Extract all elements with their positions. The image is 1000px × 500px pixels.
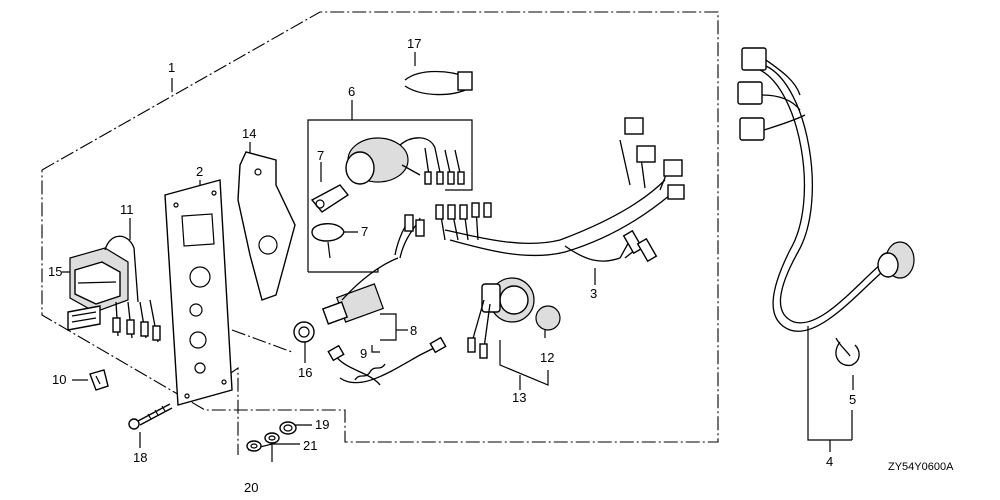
label-part-8: 8: [410, 323, 417, 338]
leader-lines: [62, 52, 854, 462]
warning-buzzer: [467, 277, 535, 359]
rocker-switch: [67, 235, 161, 343]
ignition-key: [310, 184, 350, 213]
nut-and-washers: [246, 421, 297, 452]
diagram-code: ZY54Y0600A: [888, 461, 954, 473]
label-part-21: 21: [303, 438, 317, 453]
spare-key: [311, 223, 345, 259]
label-part-1: 1: [168, 60, 175, 75]
assembly-outline: [41, 11, 719, 455]
label-part-14: 14: [242, 126, 256, 141]
label-part-9: 9: [360, 346, 367, 361]
label-part-10: 10: [52, 372, 66, 387]
harness-clamp: [835, 337, 860, 367]
label-part-7a: 7: [317, 148, 324, 163]
cable-tie: [404, 70, 473, 96]
label-part-12: 12: [540, 350, 554, 365]
label-part-15: 15: [48, 264, 62, 279]
label-part-13: 13: [512, 390, 526, 405]
label-part-19: 19: [315, 417, 329, 432]
control-panel-plate: [164, 179, 233, 406]
label-part-6: 6: [348, 84, 355, 99]
mounting-bracket: [237, 151, 296, 301]
screw: [128, 403, 173, 430]
reference-labels: 1 2 3 4 5 6 7 7 8 9 10 11 12 13 14 15 16…: [48, 36, 954, 495]
label-part-11: 11: [120, 202, 134, 217]
label-part-2: 2: [196, 164, 203, 179]
wire-clip: [89, 369, 109, 391]
buzzer-cover: [535, 305, 561, 331]
label-part-17: 17: [407, 36, 421, 51]
label-part-4: 4: [826, 454, 833, 469]
label-part-16: 16: [298, 365, 312, 380]
label-part-18: 18: [133, 450, 147, 465]
label-part-3: 3: [590, 286, 597, 301]
ring-nut: [293, 321, 315, 343]
emergency-stop-switch: [321, 214, 447, 386]
label-part-20: 20: [244, 480, 258, 495]
main-wire-harness: [435, 117, 685, 263]
extension-harness: [737, 47, 915, 332]
label-part-7b: 7: [361, 224, 368, 239]
label-part-5: 5: [849, 392, 856, 407]
ignition-switch-assembly: [307, 119, 473, 273]
